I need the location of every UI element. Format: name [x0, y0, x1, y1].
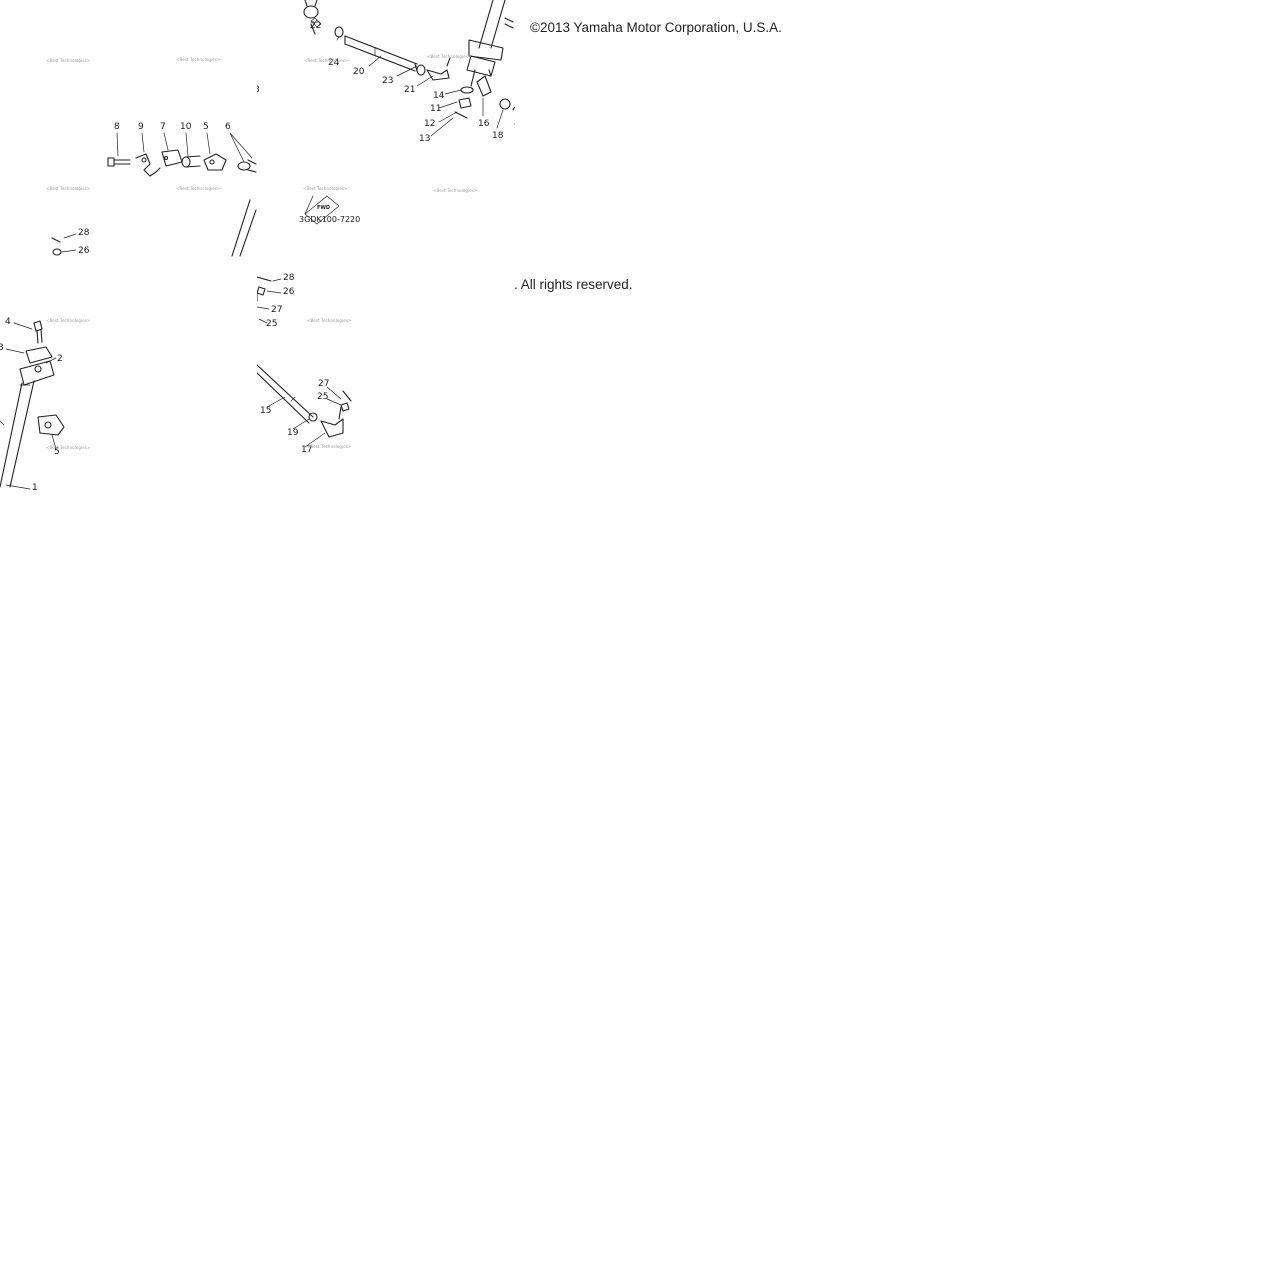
callout-19: 19 — [287, 428, 299, 438]
callout-12: 12 — [424, 119, 436, 129]
callout-16: 16 — [478, 119, 490, 129]
watermark: <Best Technologies> — [307, 444, 352, 449]
watermark: <Best Technologies> — [46, 445, 91, 450]
callout-20: 20 — [353, 67, 365, 77]
callout-9: 9 — [138, 122, 144, 132]
rights-notice: . All rights reserved. — [514, 277, 633, 292]
tile-tie-rod-assembly: 22 24 20 23 21 14 11 12 13 16 18 3 <Best… — [257, 0, 515, 257]
tie-rod-drawing — [303, 0, 515, 225]
callout-11: 11 — [430, 104, 442, 114]
watermark: <Best Technologies> — [304, 58, 349, 63]
copyright-notice: ©2013 Yamaha Motor Corporation, U.S.A. — [530, 20, 782, 35]
callout-3-partial: 3 — [257, 85, 260, 95]
callout-27: 27 — [318, 379, 330, 389]
watermark: <Best Technologies> — [46, 58, 91, 63]
callout-23: 23 — [382, 76, 394, 86]
callout-10: 10 — [180, 122, 192, 132]
tile-steering-column: 4 3 2 5 1 <Best Technologies> <Best Tech… — [0, 257, 257, 514]
callout-5: 5 — [203, 122, 209, 132]
callout-8: 8 — [114, 122, 120, 132]
callout-6: 6 — [225, 122, 231, 132]
watermark: <Best Technologies> — [176, 57, 221, 62]
diagram-code: 3GDK100-7220 — [299, 215, 361, 224]
callout-21: 21 — [404, 85, 416, 95]
callout-1: 1 — [32, 483, 38, 493]
callout-5: 5 — [54, 447, 60, 457]
callout-22: 22 — [310, 21, 322, 31]
watermark: <Best Technologies> — [46, 186, 91, 191]
callout-4: 4 — [5, 317, 11, 327]
watermark: <Best Technologies> — [307, 318, 352, 323]
fwd-arrow-label: FWD — [317, 205, 331, 211]
watermark: <Best Technologies> — [427, 54, 472, 59]
callout-7: 7 — [160, 122, 166, 132]
callout-15: 15 — [260, 406, 272, 416]
bracket-drawing — [51, 132, 257, 257]
callout-25: 25 — [317, 392, 329, 402]
callout-27: 27 — [271, 305, 283, 315]
callout-28: 28 — [283, 273, 295, 283]
callout-26: 26 — [283, 287, 295, 297]
watermark: <Best Technologies> — [176, 186, 221, 191]
tile-bracket-hardware: 8 9 7 10 5 6 28 26 <Best Technologies> <… — [0, 0, 257, 257]
callout-2: 2 — [57, 354, 63, 364]
steering-column-drawing — [0, 320, 65, 490]
callout-24: 24 — [328, 58, 340, 68]
callout-28: 28 — [78, 228, 90, 238]
callout-17: 17 — [301, 445, 313, 455]
callout-25: 25 — [266, 319, 278, 329]
callout-14: 14 — [433, 91, 445, 101]
tie-rod-lower-drawing — [257, 276, 352, 448]
callout-18: 18 — [492, 131, 504, 141]
watermark: <Best Technologies> — [303, 186, 348, 191]
watermark: <Best Technologies> — [46, 318, 91, 323]
callout-13: 13 — [419, 134, 431, 144]
tile-tie-rod-lower: 28 26 27 25 27 25 15 19 17 <Best Technol… — [257, 257, 515, 514]
callout-26: 26 — [78, 246, 90, 256]
watermark: <Best Technologies> — [433, 188, 478, 193]
callout-3: 3 — [0, 343, 4, 353]
